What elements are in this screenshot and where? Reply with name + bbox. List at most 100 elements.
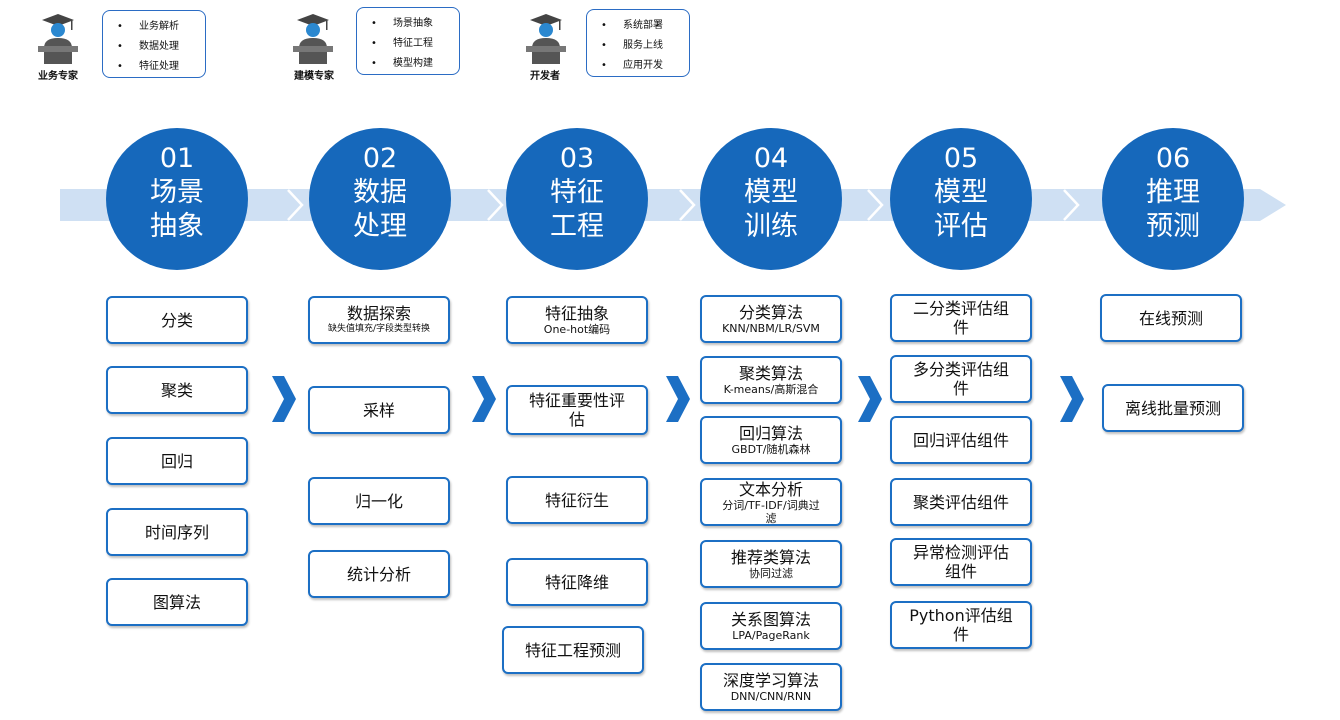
option-title: 采样 — [362, 400, 395, 420]
option-title: 特征工程预测 — [524, 640, 621, 660]
option-subtitle: LPA/PageRank — [732, 629, 810, 642]
step-name: 特征 工程 — [550, 177, 604, 242]
step-name: 模型 评估 — [934, 177, 988, 242]
step-circle-05: 05 模型 评估 — [890, 128, 1032, 270]
option-box: 离线批量预测 — [1102, 384, 1244, 432]
option-title: 回归评估组件 — [912, 430, 1009, 450]
role-task-item: 场景抽象 — [371, 14, 459, 34]
option-title: 二分类评估组 件 — [912, 299, 1009, 337]
option-box: 关系图算法 LPA/PageRank — [700, 602, 842, 650]
step-number: 04 — [753, 143, 789, 174]
arrow-right-icon — [666, 376, 690, 422]
chevron-right-icon — [1063, 189, 1080, 221]
step-name: 数据 处理 — [353, 177, 407, 242]
business-expert-icon — [30, 12, 86, 64]
option-title: 时间序列 — [144, 522, 209, 542]
arrow-right-icon — [272, 376, 296, 422]
option-box: 回归算法 GBDT/随机森林 — [700, 416, 842, 464]
role-task-item: 特征工程 — [371, 34, 459, 54]
option-box: 归一化 — [308, 477, 450, 525]
option-title: 统计分析 — [346, 564, 411, 584]
pipeline-band-tip — [1260, 189, 1286, 221]
role-task-box-business: 业务解析 数据处理 特征处理 — [102, 10, 206, 78]
option-box: 时间序列 — [106, 508, 248, 556]
option-box: 在线预测 — [1100, 294, 1242, 342]
step-circle-02: 02 数据 处理 — [309, 128, 451, 270]
option-title: 深度学习算法 — [722, 671, 819, 690]
role-label-developer: 开发者 — [530, 71, 560, 82]
option-title: 多分类评估组 件 — [912, 360, 1009, 398]
step-circle-04: 04 模型 训练 — [700, 128, 842, 270]
option-title: 在线预测 — [1138, 308, 1203, 328]
option-title: 特征衍生 — [544, 490, 609, 510]
option-box: 聚类 — [106, 366, 248, 414]
role-label-business: 业务专家 — [38, 71, 78, 82]
option-box: Python评估组 件 — [890, 601, 1032, 649]
role-task-item: 数据处理 — [117, 37, 205, 57]
option-box: 深度学习算法 DNN/CNN/RNN — [700, 663, 842, 711]
option-box: 回归 — [106, 437, 248, 485]
step-number: 03 — [559, 143, 595, 174]
role-task-item: 模型构建 — [371, 54, 459, 74]
option-title: 推荐类算法 — [730, 548, 811, 567]
option-subtitle: 缺失值填充/字段类型转换 — [327, 324, 431, 334]
option-title: 归一化 — [354, 491, 403, 511]
step-number: 02 — [362, 143, 398, 174]
option-box: 聚类评估组件 — [890, 478, 1032, 526]
option-subtitle: GBDT/随机森林 — [731, 443, 811, 456]
option-subtitle: KNN/NBM/LR/SVM — [722, 322, 820, 335]
modeling-expert-icon — [285, 12, 341, 64]
option-box: 推荐类算法 协同过滤 — [700, 540, 842, 588]
option-subtitle: One-hot编码 — [543, 323, 611, 336]
option-box: 多分类评估组 件 — [890, 355, 1032, 403]
option-title: Python评估组 件 — [909, 606, 1013, 644]
option-box: 分类算法 KNN/NBM/LR/SVM — [700, 295, 842, 343]
option-subtitle: DNN/CNN/RNN — [730, 690, 812, 703]
option-title: 特征重要性评 估 — [528, 391, 625, 429]
option-box: 采样 — [308, 386, 450, 434]
option-box: 统计分析 — [308, 550, 450, 598]
role-label-modeling: 建模专家 — [294, 71, 334, 82]
option-box: 文本分析 分词/TF-IDF/词典过 滤 — [700, 478, 842, 526]
step-name: 场景 抽象 — [150, 177, 204, 242]
arrow-right-icon — [858, 376, 882, 422]
step-number: 01 — [159, 143, 195, 174]
role-task-box-developer: 系统部署 服务上线 应用开发 — [586, 9, 690, 77]
option-box: 图算法 — [106, 578, 248, 626]
step-number: 06 — [1155, 143, 1191, 174]
option-box: 聚类算法 K-means/高斯混合 — [700, 356, 842, 404]
developer-icon — [518, 12, 574, 64]
step-circle-01: 01 场景 抽象 — [106, 128, 248, 270]
role-task-item: 业务解析 — [117, 17, 205, 37]
option-box: 回归评估组件 — [890, 416, 1032, 464]
option-title: 聚类评估组件 — [912, 492, 1009, 512]
role-task-item: 服务上线 — [601, 36, 689, 56]
chevron-right-icon — [487, 189, 504, 221]
option-subtitle: 分词/TF-IDF/词典过 滤 — [722, 498, 820, 525]
step-circle-06: 06 推理 预测 — [1102, 128, 1244, 270]
option-title: 分类 — [160, 310, 193, 330]
pipeline-band — [60, 189, 1260, 221]
step-number: 05 — [943, 143, 979, 174]
option-box: 特征工程预测 — [502, 626, 644, 674]
chevron-right-icon — [679, 189, 696, 221]
option-subtitle: K-means/高斯混合 — [723, 383, 819, 396]
option-title: 特征降维 — [544, 572, 609, 592]
option-box: 特征重要性评 估 — [506, 385, 648, 435]
option-title: 回归 — [160, 451, 193, 471]
chevron-right-icon — [867, 189, 884, 221]
option-box: 数据探索 缺失值填充/字段类型转换 — [308, 296, 450, 344]
role-task-item: 特征处理 — [117, 57, 205, 77]
chevron-right-icon — [287, 189, 304, 221]
option-title: 聚类算法 — [738, 364, 803, 383]
option-box: 特征衍生 — [506, 476, 648, 524]
option-title: 异常检测评估 组件 — [912, 543, 1009, 581]
option-subtitle: 协同过滤 — [749, 567, 793, 580]
option-title: 分类算法 — [738, 303, 803, 322]
option-title: 关系图算法 — [730, 610, 811, 629]
step-circle-03: 03 特征 工程 — [506, 128, 648, 270]
option-box: 特征抽象 One-hot编码 — [506, 296, 648, 344]
role-task-box-modeling: 场景抽象 特征工程 模型构建 — [356, 7, 460, 75]
role-task-item: 系统部署 — [601, 16, 689, 36]
option-title: 文本分析 — [738, 479, 803, 499]
